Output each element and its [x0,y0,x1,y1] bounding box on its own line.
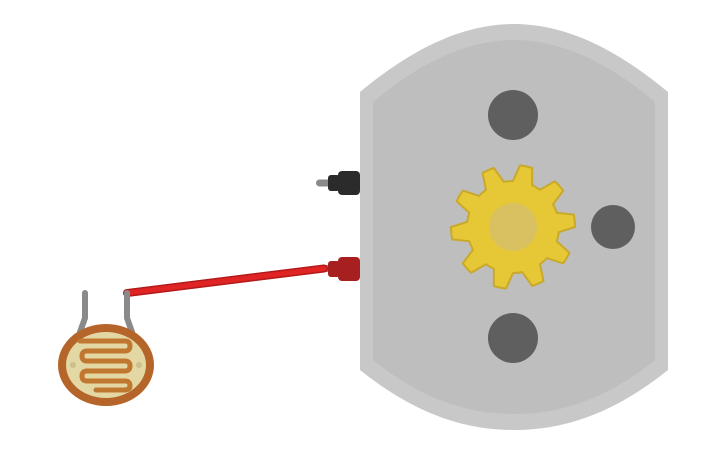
photoresistor-contact-right [136,362,142,368]
terminal-negative[interactable] [316,171,360,195]
terminal-negative-collar [328,175,340,191]
wire-red-core [124,266,327,296]
wire-red[interactable] [123,264,328,297]
photoresistor-track [77,338,133,393]
photoresistor-contact-left [70,362,76,368]
mount-hole-right [591,205,635,249]
photoresistor-lead-left [77,290,88,335]
mount-hole-bottom [488,313,538,363]
motor-shaft [489,203,537,251]
mount-hole-top [488,90,538,140]
photoresistor-lead-right [124,290,135,335]
terminal-positive-body [338,257,360,281]
photoresistor[interactable] [58,290,154,406]
terminal-negative-body [338,171,360,195]
terminal-positive-collar [328,261,340,277]
dc-motor[interactable] [360,24,668,430]
